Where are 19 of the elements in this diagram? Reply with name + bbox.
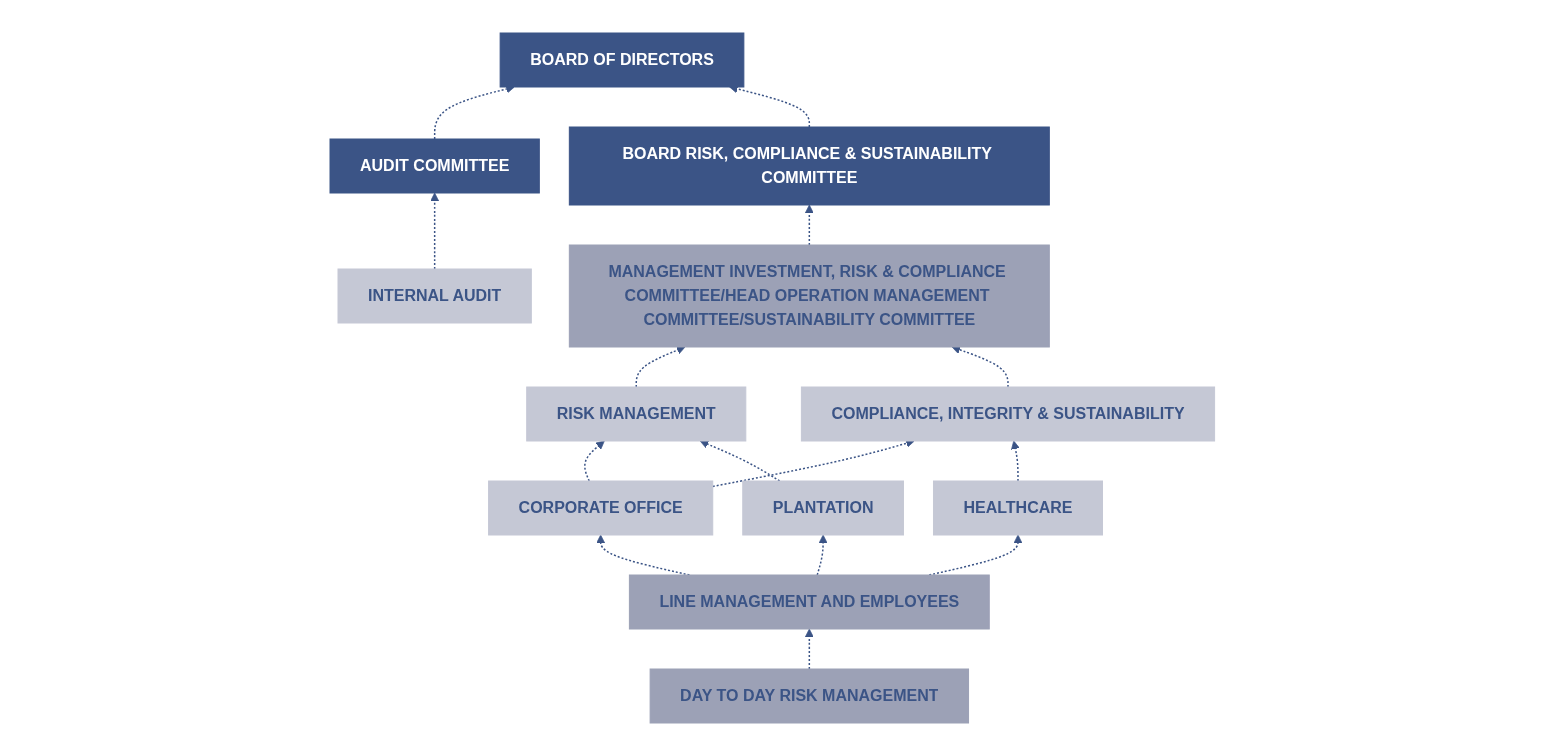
node-box: CORPORATE OFFICE [488,480,714,536]
arrow [584,440,605,482]
arrow [699,440,781,482]
node-box: MANAGEMENT INVESTMENT, RISK & COMPLIANCE COMMITTEE/HEAD OPERATION MANAGEMENT COMMITTEE/SUSTAINABILITY COMMITTEE [569,244,1051,348]
node-box: HEALTHCARE [933,480,1104,536]
node-box: INTERNAL AUDIT [337,268,533,324]
arrow [430,192,440,270]
arrow [1011,440,1020,482]
arrow [805,204,814,246]
node-box: BOARD RISK, COMPLIANCE & SUSTAINABILITY COMMITTEE [569,126,1051,206]
node-box: PLANTATION [742,480,905,536]
node-box: DAY TO DAY RISK MANAGEMENT [649,668,970,724]
node-box: RISK MANAGEMENT [526,386,747,442]
node-box: BOARD OF DIRECTORS [499,32,745,88]
node-box: AUDIT COMMITTEE [329,138,541,194]
arrow [816,534,828,576]
arrow [805,628,814,670]
node-box: COMPLIANCE, INTEGRITY & SUSTAINABILITY [801,386,1216,442]
node-box: LINE MANAGEMENT AND EMPLOYEES [629,574,990,630]
